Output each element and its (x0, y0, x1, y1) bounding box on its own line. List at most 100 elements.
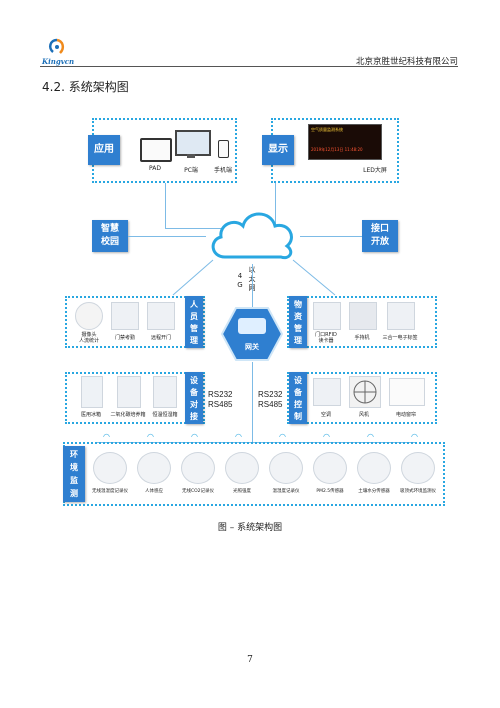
figure-caption: 图 – 系统架构图 (217, 523, 283, 533)
led-line-1: 空气质量监测系统 (311, 127, 343, 132)
pc-icon (175, 130, 211, 156)
environment-sensor-device (313, 452, 347, 484)
tile-char: 对 (190, 399, 198, 409)
wifi-icon: ◠ (279, 432, 286, 441)
environment-sensor-label: 土壤水分传感器 (358, 489, 390, 494)
pc-stand (187, 154, 195, 158)
rs232-right: RS232 (258, 390, 283, 399)
tile-char: 制 (294, 411, 302, 421)
wifi-icon: ◠ (191, 432, 198, 441)
curtain-device (389, 378, 425, 406)
medical-fridge-device (81, 376, 103, 408)
device-control-box (287, 372, 437, 424)
remote-door-device (147, 302, 175, 330)
access-control-device (111, 302, 139, 330)
tile-char: 物 (294, 299, 302, 309)
device-control-item-1: 空调 (320, 412, 331, 418)
electronic-tag-device (387, 302, 415, 330)
tile-char: 管 (190, 323, 198, 333)
rs485-right: RS485 (258, 400, 283, 409)
net-char: 4 (237, 272, 243, 280)
personnel-item-1: 摄像头 人流统计 (78, 332, 99, 344)
tile-char: 员 (190, 311, 198, 321)
environment-sensor-label: 无线CO2记录仪 (181, 489, 215, 494)
tile-char: 人 (190, 299, 198, 309)
fan-device (349, 376, 381, 408)
connector-lines (172, 259, 336, 296)
connector (128, 236, 206, 237)
company-name: 北京京胜世纪科技有限公司 (355, 57, 458, 67)
tile-char: 管 (294, 323, 302, 333)
connector (252, 362, 253, 442)
phone-icon (218, 140, 229, 158)
wifi-icon: ◠ (367, 432, 374, 441)
rs485-left: RS485 (208, 400, 233, 409)
section-title: 4.2. 系统架构图 (42, 80, 129, 94)
led-line-2: 2019年12月13日 11:48:20 (311, 147, 363, 152)
page-number: 7 (247, 655, 253, 665)
personnel-box (65, 296, 205, 348)
environment-sensor-label: 吸顶式环境监测仪 (400, 489, 436, 494)
handheld-device (349, 302, 377, 330)
logo-text: Kingvcn (42, 57, 75, 66)
device-control-tile: 设 备 控 制 (289, 372, 307, 424)
tile-char: 环 (70, 449, 78, 459)
device-link-item-2: 二氧化碳培养箱 (110, 412, 146, 418)
app-tile: 应用 (88, 135, 120, 165)
connector (275, 183, 276, 228)
led-label: LED大屏 (363, 167, 387, 174)
tile-char: 备 (294, 387, 302, 397)
architecture-diagram: 应用 PAD PC端 手机端 显示 空气质量监测系统 2019年12月13日 1… (55, 110, 455, 510)
environment-sensor-device (225, 452, 259, 484)
tile-char: 接 (190, 411, 198, 421)
wifi-icon: ◠ (323, 432, 330, 441)
wifi-icon: ◠ (103, 432, 110, 441)
environment-tile: 环 境 监 测 (63, 446, 85, 502)
display-tile: 显示 (262, 135, 294, 165)
tile-char: 理 (294, 335, 302, 345)
display-tile-label: 显示 (268, 144, 288, 155)
device-control-item-3: 电动窗帘 (395, 412, 416, 418)
rfid-reader-device (313, 302, 341, 330)
environment-sensor-device (269, 452, 303, 484)
asset-item-1: 门口RFID 读卡器 (315, 332, 337, 344)
tile-char: 测 (70, 488, 78, 498)
asset-box (287, 296, 437, 348)
tile-char: 备 (190, 387, 198, 397)
environment-sensor-device (93, 452, 127, 484)
co2-incubator-device (117, 376, 141, 408)
personnel-tile: 人 员 管 理 (185, 296, 203, 348)
net-char: G (237, 281, 243, 289)
climate-chamber-device (153, 376, 177, 408)
environment-sensor-label: 无线温湿度记录仪 (92, 489, 128, 494)
environment-sensor-device (401, 452, 435, 484)
environment-sensor-device (137, 452, 171, 484)
asset-tile: 物 资 管 理 (289, 296, 307, 348)
environment-sensor-label: PM2.5传感器 (316, 489, 344, 494)
wifi-icon: ◠ (235, 432, 242, 441)
kingvcn-logo (46, 38, 68, 58)
header-rule (40, 66, 458, 67)
environment-sensor-label: 温湿度记录仪 (272, 489, 300, 494)
interface-line-1: 接口 (370, 224, 389, 234)
pad-label: PAD (149, 165, 161, 172)
environment-sensor-device (357, 452, 391, 484)
interface-line-2: 开放 (370, 237, 389, 247)
tile-char: 理 (190, 335, 198, 345)
device-link-item-3: 恒温恒湿箱 (152, 412, 178, 418)
environment-sensor-label: 人体感应 (145, 489, 163, 494)
led-screen: 空气质量监测系统 2019年12月13日 11:48:20 (308, 124, 382, 160)
connector (252, 264, 253, 314)
gateway-hexagon (220, 306, 284, 362)
smart-campus-line-2: 校园 (100, 237, 119, 247)
pad-icon (140, 138, 172, 162)
tile-char: 控 (294, 399, 302, 409)
camera-device (75, 302, 103, 330)
interface-tile: 接口 开放 (362, 220, 398, 252)
wifi-icon: ◠ (411, 432, 418, 441)
personnel-item-3: 远程开门 (150, 335, 171, 341)
tile-char: 境 (70, 462, 78, 472)
air-conditioner-device (313, 378, 341, 406)
rs-left-label: RS232 RS485 (208, 390, 232, 410)
device-control-item-2: 风机 (358, 412, 369, 418)
